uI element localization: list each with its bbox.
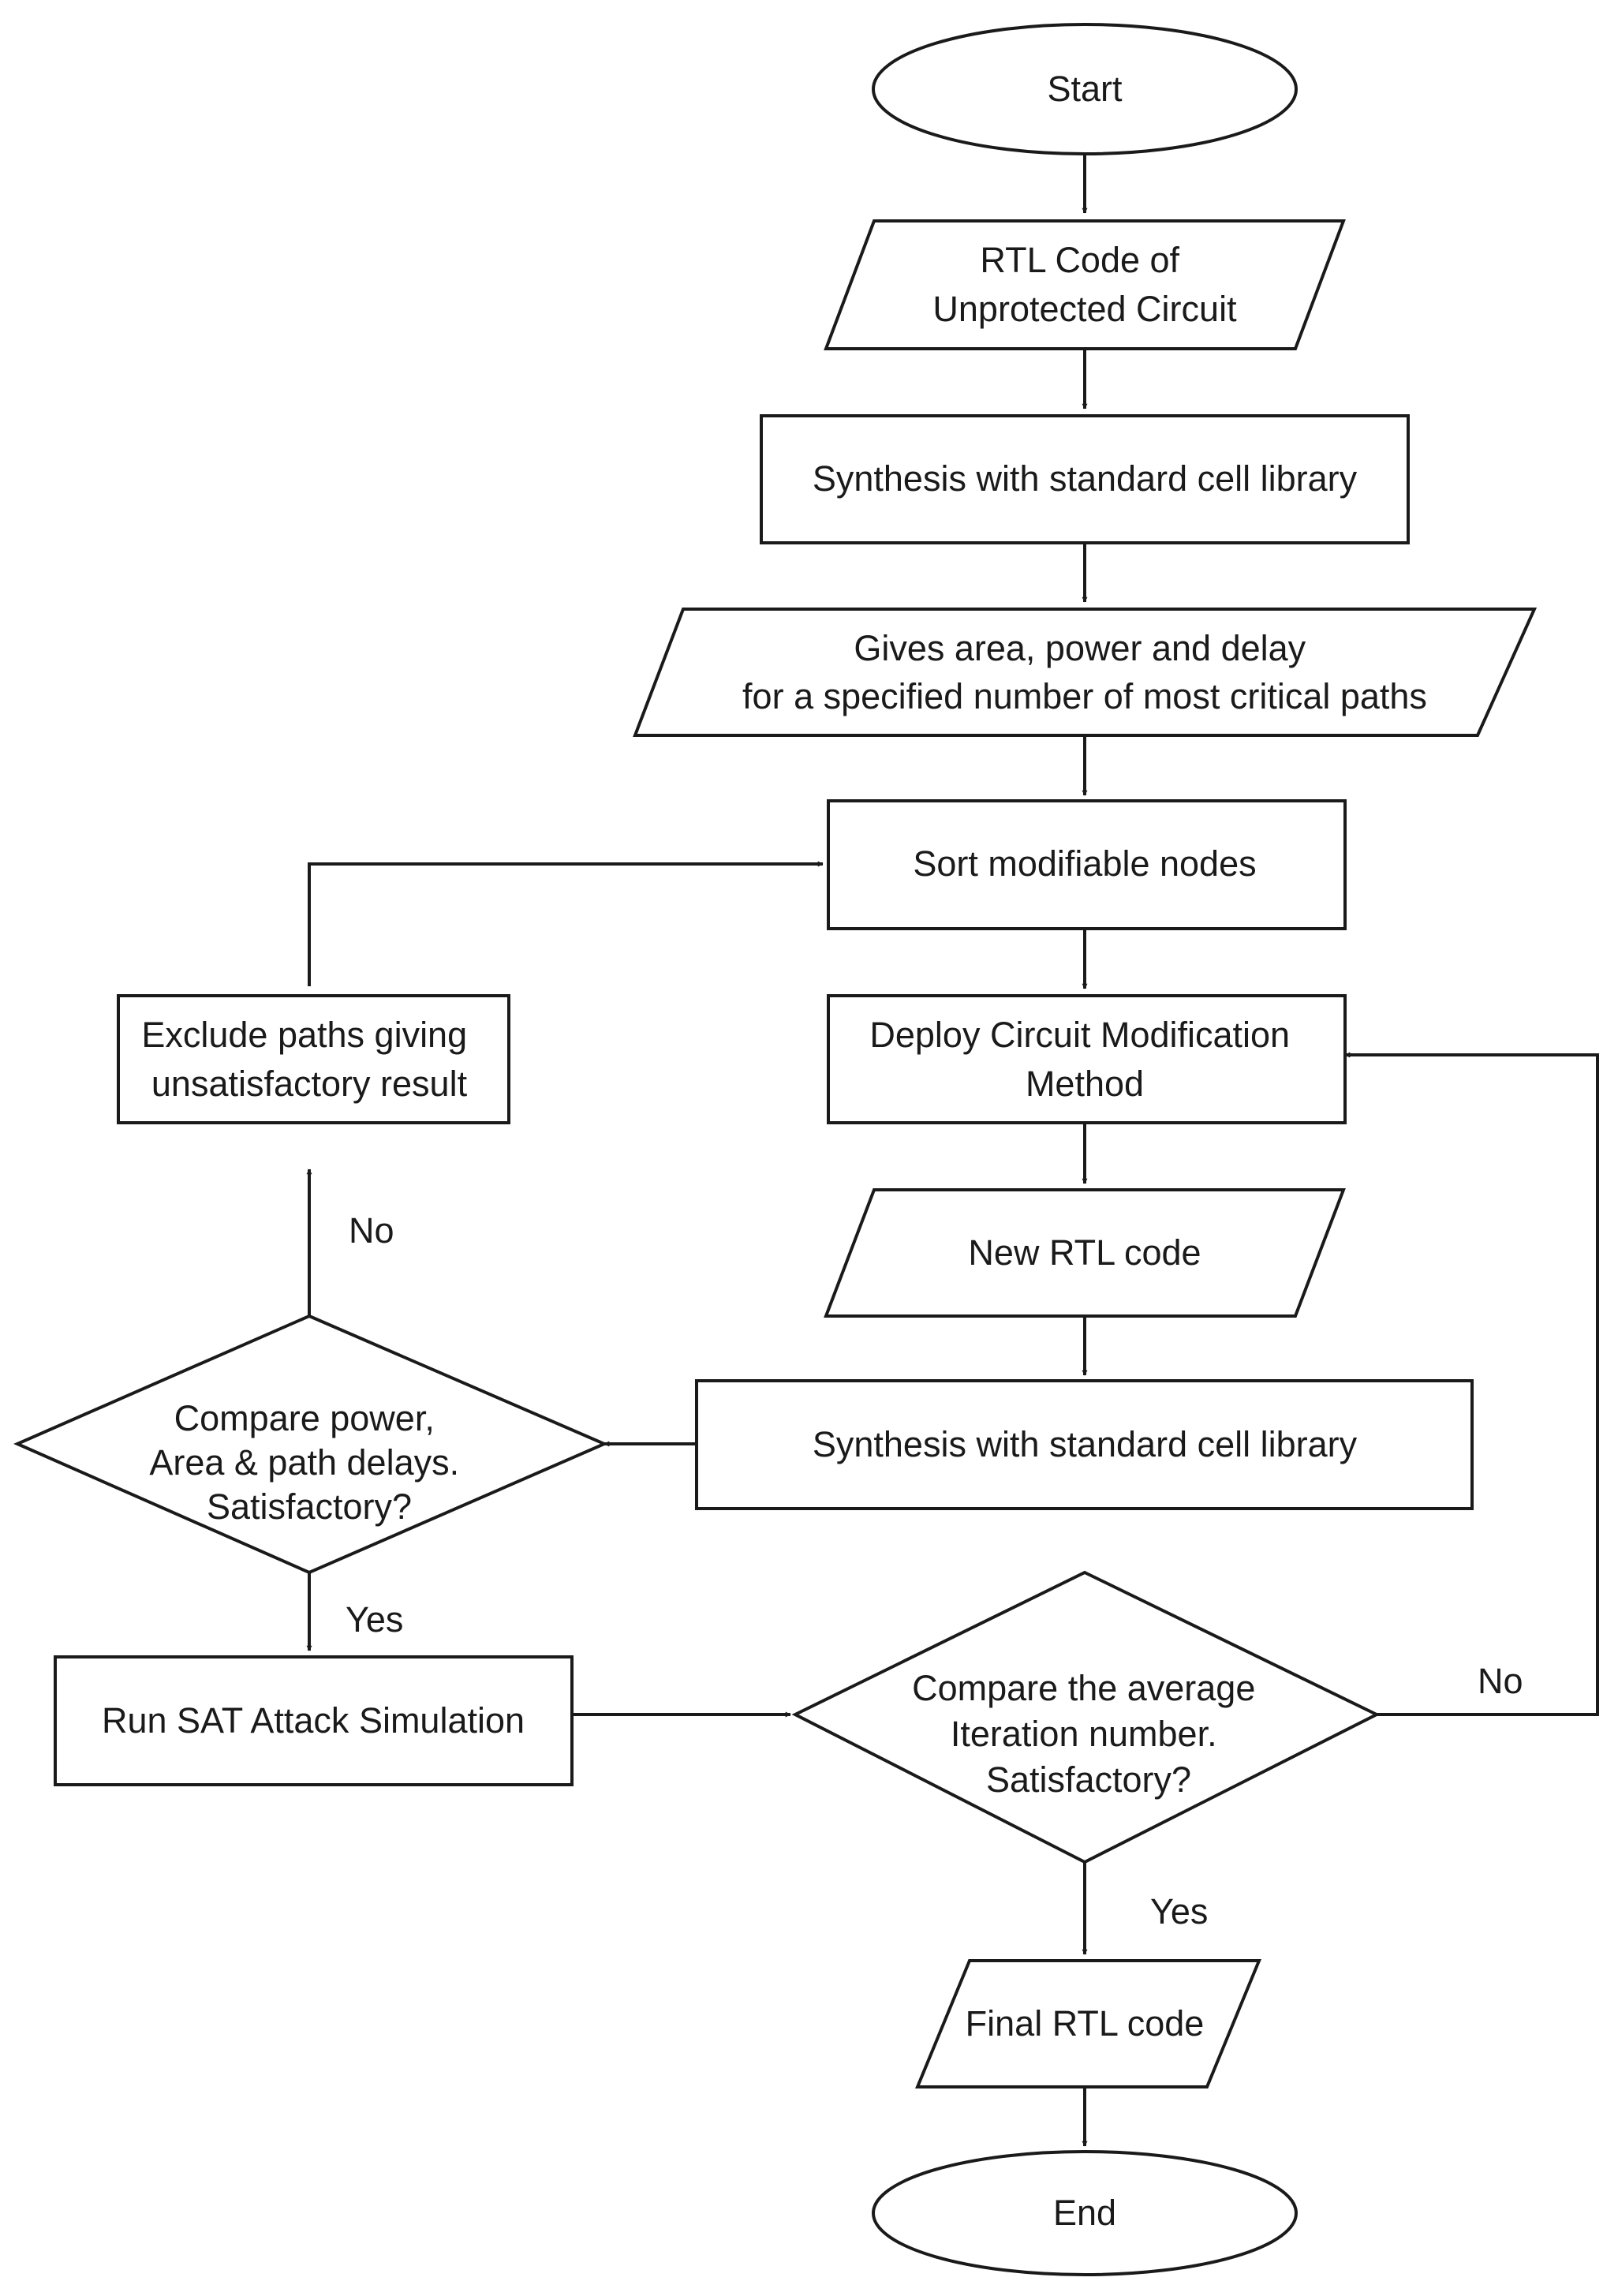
final-rtl-label: Final RTL code — [966, 2003, 1205, 2044]
edge-label-iteration-yes: Yes — [1150, 1891, 1208, 1931]
run-sat-label: Run SAT Attack Simulation — [102, 1700, 525, 1741]
start-label: Start — [1047, 69, 1123, 109]
synthesis-1-label: Synthesis with standard cell library — [813, 458, 1358, 499]
svg-text:Compare the average Iter: Compare the average Iteration number. Sa… — [912, 1668, 1265, 1800]
new-rtl-node: New RTL code — [824, 1188, 1346, 1318]
end-node: End — [872, 2150, 1298, 2276]
svg-text:End: End — [1053, 2193, 1116, 2233]
compare-power-decision: Compare power, Area & path delays. Satis… — [13, 1314, 609, 1575]
deploy-method-node: Deploy Circuit Modification Method — [827, 994, 1347, 1124]
run-sat-box — [54, 1655, 574, 1786]
start-node: Start — [872, 23, 1298, 155]
gives-area-parallelogram — [633, 608, 1538, 737]
rtl-unprotected-line-1: RTL Code of — [980, 240, 1179, 280]
synthesis-2-label: Synthesis with standard cell library — [813, 1424, 1358, 1464]
edge-label-iteration-no: No — [1478, 1661, 1523, 1701]
svg-text:Sort modifiable nodes: Sort modifiable nodes — [913, 843, 1256, 884]
end-ellipse — [872, 2150, 1298, 2276]
deploy-method-line-1: Deploy Circuit Modification — [869, 1015, 1290, 1055]
synthesis-1-box — [760, 414, 1410, 544]
exclude-paths-node: Exclude paths giving unsatisfactory resu… — [117, 994, 510, 1124]
connectors — [306, 154, 1599, 2147]
rtl-unprotected-line-2: Unprotected Circuit — [932, 289, 1237, 329]
sort-nodes-box — [827, 799, 1347, 930]
sort-nodes-label: Sort modifiable nodes — [913, 843, 1256, 884]
svg-text:Gives area, power and delay: Gives area, power and delay for a specif… — [742, 628, 1427, 716]
compare-power-line-2: Area & path delays. — [149, 1442, 459, 1483]
compare-power-line-1: Compare power, — [174, 1398, 435, 1438]
gives-area-node: Gives area, power and delay for a specif… — [633, 608, 1538, 737]
sort-nodes-node: Sort modifiable nodes — [827, 799, 1347, 930]
edge-compare-iteration-no — [1344, 1052, 1599, 1716]
gives-area-line-2: for a specified number of most critical … — [742, 676, 1427, 716]
compare-power-line-3: Satisfactory? — [207, 1486, 412, 1527]
final-rtl-node: Final RTL code — [915, 1959, 1261, 2088]
compare-iteration-diamond — [791, 1570, 1381, 1864]
end-label: End — [1053, 2193, 1116, 2233]
start-ellipse — [872, 23, 1298, 155]
final-rtl-parallelogram — [915, 1959, 1261, 2088]
new-rtl-parallelogram — [824, 1188, 1346, 1318]
compare-iteration-line-2: Iteration number. — [951, 1714, 1217, 1754]
compare-iteration-line-1: Compare the average — [912, 1668, 1255, 1708]
svg-text:Synthesis with standard cell l: Synthesis with standard cell library — [813, 1424, 1358, 1464]
synthesis-1-node: Synthesis with standard cell library — [760, 414, 1410, 544]
edge-exclude-to-sort — [308, 861, 824, 986]
run-sat-node: Run SAT Attack Simulation — [54, 1655, 574, 1786]
compare-iteration-decision: Compare the average Iteration number. Sa… — [791, 1570, 1381, 1864]
svg-text:New RTL code: New RTL code — [968, 1232, 1201, 1273]
compare-iteration-line-3: Satisfactory? — [986, 1759, 1191, 1800]
svg-text:Start: Start — [1047, 69, 1123, 109]
svg-text:Deploy Circuit Modification: Deploy Circuit Modification Method — [869, 1015, 1299, 1104]
svg-text:Final RTL code: Final RTL code — [966, 2003, 1205, 2044]
edge-label-power-yes: Yes — [346, 1599, 403, 1640]
svg-text:RTL Code of Unprotected: RTL Code of Unprotected Circuit — [932, 240, 1237, 329]
new-rtl-label: New RTL code — [968, 1232, 1201, 1273]
rtl-unprotected-node: RTL Code of Unprotected Circuit — [824, 219, 1346, 350]
svg-text:Compare power, Area & pa: Compare power, Area & path delays. Satis… — [149, 1398, 469, 1527]
deploy-method-box — [827, 994, 1347, 1124]
svg-text:Synthesis with standard cell l: Synthesis with standard cell library — [813, 458, 1358, 499]
synthesis-2-node: Synthesis with standard cell library — [695, 1379, 1474, 1510]
deploy-method-line-2: Method — [1026, 1064, 1144, 1104]
exclude-paths-box — [117, 994, 510, 1124]
rtl-unprotected-parallelogram — [824, 219, 1346, 350]
synthesis-2-box — [695, 1379, 1474, 1510]
gives-area-line-1: Gives area, power and delay — [854, 628, 1306, 668]
compare-power-diamond — [13, 1314, 609, 1575]
svg-text:Exclude paths giving uns: Exclude paths giving unsatisfactory resu… — [141, 1015, 476, 1104]
svg-text:Run SAT Attack Simulation: Run SAT Attack Simulation — [102, 1700, 525, 1741]
edge-label-power-no: No — [349, 1210, 394, 1251]
exclude-paths-line-2: unsatisfactory result — [151, 1064, 468, 1104]
exclude-paths-line-1: Exclude paths giving — [141, 1015, 467, 1055]
